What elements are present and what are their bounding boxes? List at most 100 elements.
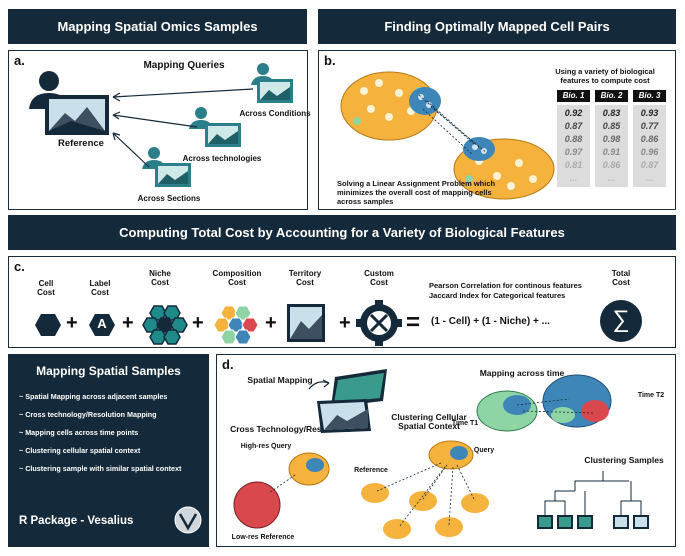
sidebar-item: ~ Mapping cells across time points bbox=[19, 428, 139, 437]
sigma-glyph: ∑ bbox=[612, 306, 630, 333]
custom-cost-label: Custom Cost bbox=[364, 269, 394, 287]
cell-cost-label: Cell Cost bbox=[37, 279, 55, 297]
plus-sign: + bbox=[122, 312, 134, 334]
clustering-dendrogram-icon bbox=[544, 471, 642, 515]
query-conditions-icon bbox=[251, 63, 293, 103]
composition-hexagons-icon bbox=[213, 305, 259, 345]
spatial-mapping-label: Spatial Mapping bbox=[247, 375, 313, 385]
table-cell: 0.96 bbox=[640, 147, 659, 157]
table-cell: 0.85 bbox=[602, 121, 621, 131]
label-a-glyph: A bbox=[97, 316, 107, 331]
cell-hexagon-icon bbox=[35, 314, 61, 336]
table-cell: 0.86 bbox=[640, 134, 659, 144]
vesalius-logo-icon bbox=[174, 506, 202, 534]
reference-label: Reference bbox=[58, 138, 104, 149]
cross-tech-label: Cross Technology/Resolution bbox=[230, 424, 350, 434]
table-cell: 0.98 bbox=[602, 134, 621, 144]
clustering-context-label: Clustering Cellular Spatial Context bbox=[391, 412, 467, 431]
panel-d: d. Spatial Mapping Mapping across time T… bbox=[216, 354, 676, 547]
table-cell: 0.92 bbox=[564, 108, 583, 118]
panel-c: c. Cell Cost Label Cost Niche Cost Compo… bbox=[8, 256, 676, 348]
reference-image-icon bbox=[45, 95, 109, 135]
mapping-arrows bbox=[112, 88, 254, 168]
table-cell: 0.88 bbox=[564, 134, 583, 144]
time-t1-label: Time T1 bbox=[451, 420, 479, 427]
cost-icons bbox=[35, 300, 642, 346]
jaccard-note: Jaccard Index for Categorical features bbox=[429, 291, 566, 300]
panel-d-letter: d. bbox=[222, 357, 234, 372]
time-mapping-tissues-icon bbox=[476, 374, 612, 432]
table-cell: 0.86 bbox=[602, 160, 621, 170]
table-column-bio1: Bio. 1 0.92 0.87 0.88 0.97 0.81 ... bbox=[557, 90, 590, 187]
table-column-bio3: Bio. 3 0.93 0.77 0.86 0.96 0.87 ... bbox=[633, 90, 666, 187]
reference-label: Reference bbox=[354, 467, 388, 474]
label-hexagon-icon bbox=[89, 314, 115, 336]
total-cost-label: Total Cost bbox=[611, 269, 631, 287]
clustering-samples-label: Clustering Samples bbox=[584, 455, 664, 465]
niche-cost-label: Niche Cost bbox=[149, 269, 171, 287]
table-cell: ... bbox=[607, 173, 616, 183]
table-header: Bio. 1 bbox=[557, 90, 590, 102]
sidebar-title: Mapping Spatial Samples bbox=[36, 364, 181, 378]
sidebar-item: ~ Clustering cellular spatial context bbox=[19, 446, 141, 455]
table-cell: 0.93 bbox=[640, 108, 659, 118]
panel-d-illustration bbox=[233, 369, 649, 539]
sidebar-item: ~ Spatial Mapping across adjacent sample… bbox=[19, 392, 168, 401]
territory-cost-label: Territory Cost bbox=[288, 269, 322, 287]
table-cell: ... bbox=[569, 173, 578, 183]
cross-tech-tissues-icon bbox=[233, 452, 330, 529]
lowres-reference-label: Low-res Reference bbox=[231, 534, 295, 541]
cell-pairs-illustration bbox=[340, 71, 555, 200]
cluster-sample-images-icon bbox=[537, 515, 649, 529]
niche-hexagons-icon bbox=[142, 305, 188, 345]
table-header: Bio. 2 bbox=[595, 90, 628, 102]
table-cell: 0.87 bbox=[564, 121, 583, 131]
spatial-mapping-images-icon bbox=[308, 369, 387, 433]
equals-sign: = bbox=[406, 309, 421, 336]
reference-tissue-icon bbox=[453, 137, 555, 200]
panel-a-letter: a. bbox=[14, 53, 25, 68]
time-t2-label: Time T2 bbox=[637, 392, 665, 399]
table-column-bio2: Bio. 2 0.83 0.85 0.98 0.91 0.86 ... bbox=[595, 90, 628, 187]
across-technologies-label: Across technologies bbox=[182, 154, 262, 163]
query-label: Query bbox=[473, 447, 495, 454]
table-cell: 0.91 bbox=[602, 147, 621, 157]
panel-a-illustration bbox=[29, 63, 293, 187]
panel-c-letter: c. bbox=[14, 259, 25, 274]
label-cost-label: Label Cost bbox=[89, 279, 111, 297]
mapping-lines bbox=[418, 94, 488, 156]
banner-finding-cell-pairs: Finding Optimally Mapped Cell Pairs bbox=[318, 9, 676, 44]
table-cell: ... bbox=[645, 173, 654, 183]
clustering-context-network-icon bbox=[361, 440, 489, 539]
query-tissue-icon bbox=[340, 71, 441, 141]
sidebar-item: ~ Clustering sample with similar spatial… bbox=[19, 464, 182, 473]
across-sections-label: Across Sections bbox=[137, 194, 201, 203]
mapping-time-label: Mapping across time bbox=[479, 368, 565, 378]
package-name: R Package - Vesalius bbox=[19, 515, 134, 527]
biological-features-note: Using a variety of biological features t… bbox=[555, 67, 655, 85]
banner-computing-total-cost: Computing Total Cost by Accounting for a… bbox=[8, 215, 676, 250]
table-cell: 0.77 bbox=[640, 121, 659, 131]
table-cell: 0.87 bbox=[640, 160, 659, 170]
plus-sign: + bbox=[265, 312, 277, 334]
across-conditions-label: Across Conditions bbox=[239, 109, 311, 118]
gear-tools-icon bbox=[356, 300, 402, 346]
mapping-queries-label: Mapping Queries bbox=[143, 60, 225, 71]
table-cell: 0.97 bbox=[564, 147, 583, 157]
territory-image-icon bbox=[287, 304, 325, 342]
plus-sign: + bbox=[192, 312, 204, 334]
plus-sign: + bbox=[339, 312, 351, 334]
composition-cost-label: Composition Cost bbox=[212, 269, 262, 287]
table-cell: 0.83 bbox=[602, 108, 621, 118]
query-sections-icon bbox=[142, 147, 191, 187]
panel-b-letter: b. bbox=[324, 53, 336, 68]
table-header: Bio. 3 bbox=[633, 90, 666, 102]
panel-b: b. Using a variety of biol bbox=[318, 50, 676, 210]
sidebar-mapping-spatial-samples: Mapping Spatial Samples ~ Spatial Mappin… bbox=[8, 354, 209, 547]
linear-assignment-note: Solving a Linear Assignment Problem whic… bbox=[337, 179, 496, 206]
sigma-circle-icon bbox=[600, 300, 642, 342]
highres-query-label: High-res Query bbox=[240, 443, 292, 450]
table-cell: 0.81 bbox=[564, 160, 583, 170]
cost-formula: (1 - Cell) + (1 - Niche) + ... bbox=[431, 316, 550, 327]
panel-a: a. Mapping Queries bbox=[8, 50, 311, 210]
